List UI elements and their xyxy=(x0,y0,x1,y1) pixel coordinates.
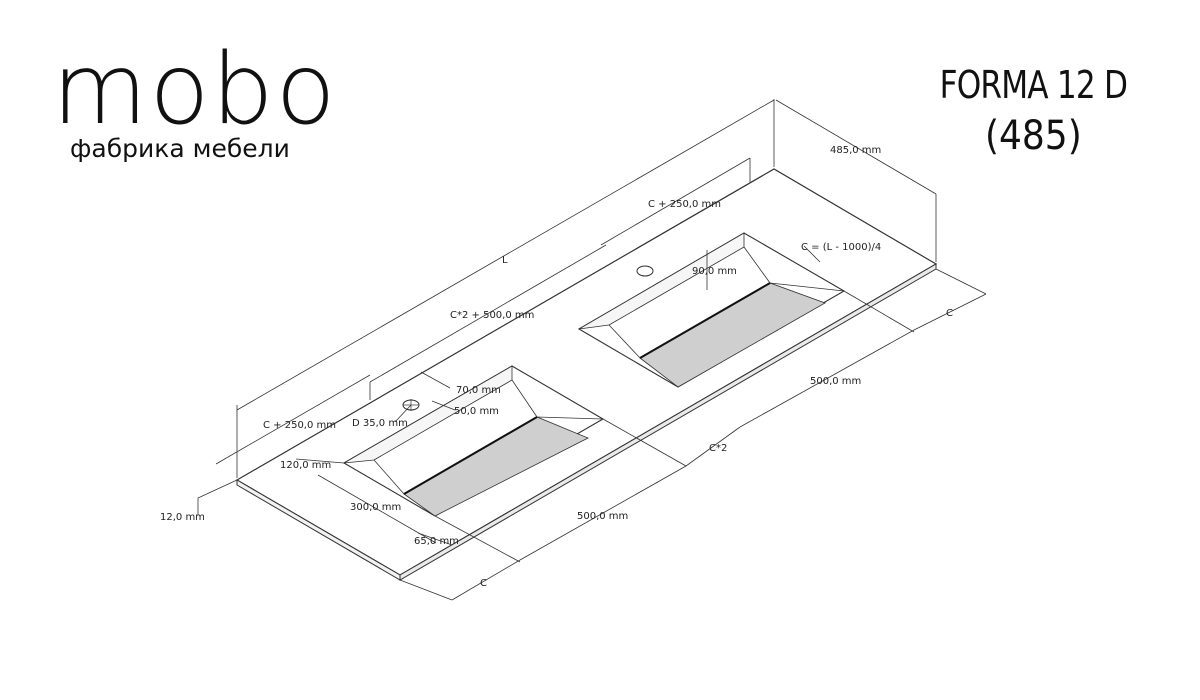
dim-hole-70: 70,0 mm xyxy=(456,385,501,396)
dim-c-right: C xyxy=(946,308,953,319)
model-block: FORMA 12 D (485) xyxy=(919,60,1148,162)
left-basin xyxy=(342,365,605,517)
brand-block: mobo фабрика мебели xyxy=(52,40,352,164)
dim-c-plus-250-top: C + 250,0 mm xyxy=(648,199,721,210)
dim-depth-65: 65,0 mm xyxy=(414,536,459,547)
dim-c-plus-250-left: C + 250,0 mm xyxy=(263,420,336,431)
dim-width-500-front: 500,0 mm xyxy=(577,511,628,522)
dim-c-formula: C = (L - 1000)/4 xyxy=(801,242,881,253)
dimension-lines xyxy=(197,99,987,601)
model-name: FORMA 12 D xyxy=(939,63,1128,107)
brand-tagline: фабрика мебели xyxy=(70,134,290,163)
dim-c2-plus-500: C*2 + 500,0 mm xyxy=(450,310,534,321)
right-basin xyxy=(577,232,846,388)
dim-depth: 485,0 mm xyxy=(830,145,881,156)
dim-hole-50: 50,0 mm xyxy=(454,406,499,417)
dim-depth-120: 120,0 mm xyxy=(280,460,331,471)
dim-length: L xyxy=(502,255,508,266)
tap-hole-right xyxy=(636,265,654,277)
dim-c2: C*2 xyxy=(709,443,727,454)
dim-width-300: 300,0 mm xyxy=(350,502,401,513)
brand-logo: mobo xyxy=(52,33,338,147)
dim-hole-d: D 35,0 mm xyxy=(352,418,408,429)
dim-c-front: C xyxy=(480,578,487,589)
model-size: (485) xyxy=(985,113,1083,159)
dim-depth-90: 90,0 mm xyxy=(692,266,737,277)
dim-width-500-right: 500,0 mm xyxy=(810,376,861,387)
dim-thickness: 12,0 mm xyxy=(160,512,205,523)
